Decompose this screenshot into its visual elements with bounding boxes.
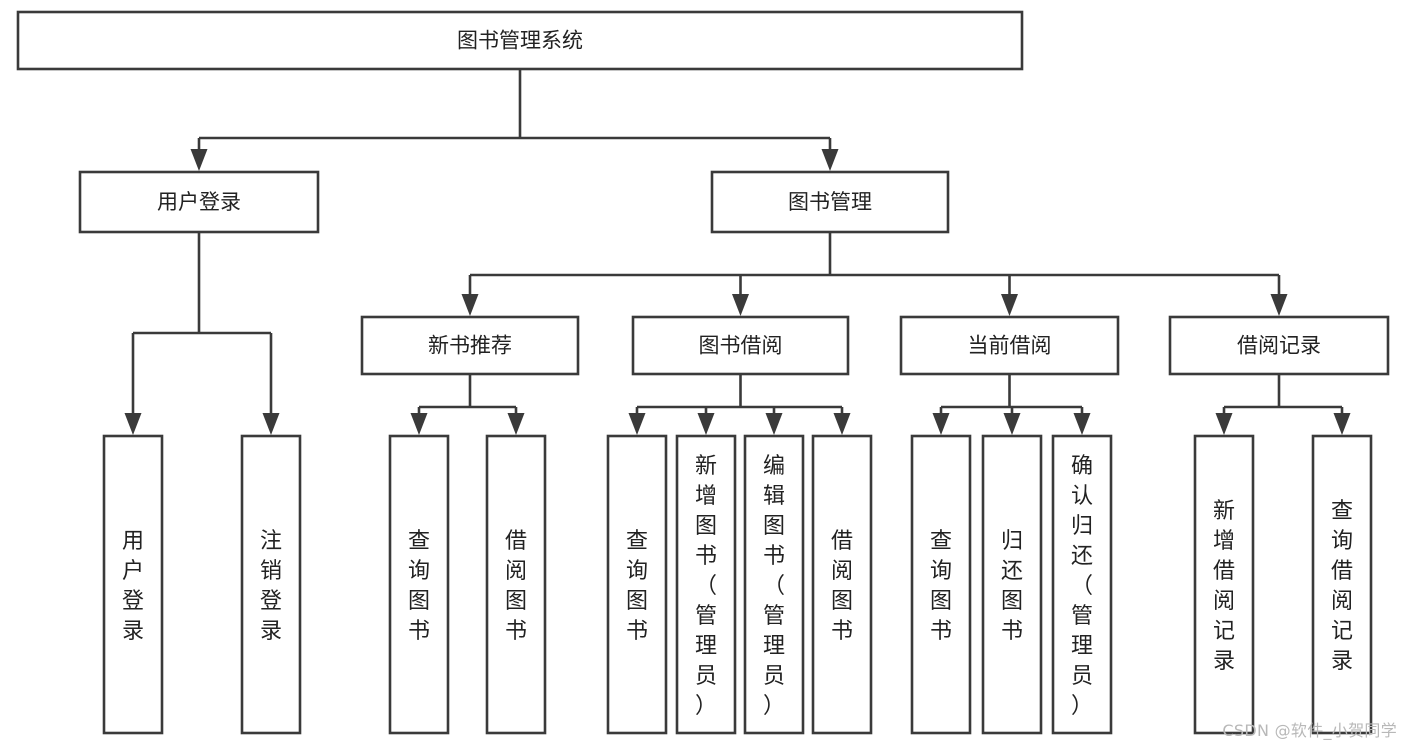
arrow-head-icon <box>262 413 280 435</box>
node-box <box>485 434 547 735</box>
arrow-head-icon <box>190 149 208 171</box>
arrow-head-icon <box>765 413 783 435</box>
node-leaf-borrow-book[interactable]: 借阅图书 <box>811 434 873 735</box>
node-label: 用户登录 <box>122 529 144 644</box>
node-label: 借阅记录 <box>1237 334 1321 358</box>
node-label: 归还图书 <box>1001 529 1023 644</box>
node-box <box>743 434 805 735</box>
node-label: 确认归还（管理员） <box>1071 454 1093 719</box>
node-box <box>675 434 737 735</box>
arrow-head-icon <box>461 294 479 316</box>
node-leaf-borrow-book-recommend[interactable]: 借阅图书 <box>485 434 547 735</box>
arrow-head-icon <box>1270 294 1288 316</box>
node-label: 图书管理 <box>788 190 872 214</box>
node-label: 查询借阅记录 <box>1331 499 1353 674</box>
node-box <box>710 170 950 234</box>
node-leaf-user-login[interactable]: 用户登录 <box>102 434 164 735</box>
arrow-head-icon <box>410 413 428 435</box>
node-user-login[interactable]: 用户登录 <box>78 170 320 234</box>
node-label: 新增借阅记录 <box>1213 499 1235 674</box>
edge-group-from-new-book-recommend <box>410 374 525 435</box>
node-box <box>78 170 320 234</box>
arrow-head-icon <box>932 413 950 435</box>
node-box <box>1311 434 1373 735</box>
node-box <box>1193 434 1255 735</box>
node-box <box>1168 315 1390 376</box>
node-leaf-add-borrow-record[interactable]: 新增借阅记录 <box>1193 434 1255 735</box>
node-label: 编辑图书（管理员） <box>763 454 785 719</box>
arrow-head-icon <box>821 149 839 171</box>
node-label: 图书借阅 <box>699 334 783 358</box>
arrow-head-icon <box>833 413 851 435</box>
node-label: 查询图书 <box>626 529 648 644</box>
arrow-head-icon <box>732 294 749 316</box>
edges-layer <box>124 69 1351 435</box>
node-box <box>910 434 972 735</box>
node-label: 新书推荐 <box>428 334 512 358</box>
node-box <box>606 434 668 735</box>
node-leaf-return-book[interactable]: 归还图书 <box>981 434 1043 735</box>
node-leaf-confirm-return-admin[interactable]: 确认归还（管理员） <box>1051 434 1113 735</box>
node-current-borrow[interactable]: 当前借阅 <box>899 315 1120 376</box>
node-new-book-recommend[interactable]: 新书推荐 <box>360 315 580 376</box>
node-book-borrow[interactable]: 图书借阅 <box>631 315 850 376</box>
node-leaf-user-logout[interactable]: 注销登录 <box>240 434 302 735</box>
node-borrow-record[interactable]: 借阅记录 <box>1168 315 1390 376</box>
node-leaf-query-book-recommend[interactable]: 查询图书 <box>388 434 450 735</box>
node-box <box>388 434 450 735</box>
arrow-head-icon <box>124 413 142 435</box>
node-root[interactable]: 图书管理系统 <box>16 10 1024 71</box>
arrow-head-icon <box>1001 294 1018 316</box>
node-label: 用户登录 <box>157 190 241 214</box>
node-box <box>360 315 580 376</box>
node-box <box>811 434 873 735</box>
arrow-head-icon <box>1003 413 1021 435</box>
arrow-head-icon <box>1215 413 1233 435</box>
edge-group-from-root <box>190 69 839 171</box>
node-book-management[interactable]: 图书管理 <box>710 170 950 234</box>
node-leaf-query-book-current[interactable]: 查询图书 <box>910 434 972 735</box>
node-box <box>1051 434 1113 735</box>
edge-group-from-borrow-record <box>1215 374 1351 435</box>
node-label: 当前借阅 <box>968 334 1052 358</box>
node-label: 借阅图书 <box>831 529 853 644</box>
edge-group-from-user-login <box>124 232 280 435</box>
edge-group-from-book-borrow <box>628 374 851 435</box>
nodes-layer: 图书管理系统用户登录图书管理新书推荐图书借阅当前借阅借阅记录用户登录注销登录查询… <box>16 10 1390 735</box>
node-box <box>981 434 1043 735</box>
arrow-head-icon <box>1333 413 1351 435</box>
node-label: 查询图书 <box>930 529 952 644</box>
node-label: 图书管理系统 <box>457 29 583 53</box>
edge-group-from-current-borrow <box>932 374 1091 435</box>
node-box <box>240 434 302 735</box>
node-leaf-query-borrow-record[interactable]: 查询借阅记录 <box>1311 434 1373 735</box>
node-box <box>631 315 850 376</box>
node-box <box>102 434 164 735</box>
node-label: 查询图书 <box>408 529 430 644</box>
watermark-label: CSDN @软件_小贺同学 <box>1222 721 1397 740</box>
edge-group-from-book-management <box>461 232 1288 316</box>
node-label: 注销登录 <box>260 529 282 644</box>
node-leaf-add-book-admin[interactable]: 新增图书（管理员） <box>675 434 737 735</box>
arrow-head-icon <box>628 413 646 435</box>
node-label: 借阅图书 <box>505 529 527 644</box>
node-label: 新增图书（管理员） <box>695 454 717 719</box>
node-box <box>16 10 1024 71</box>
arrow-head-icon <box>1073 413 1091 435</box>
node-leaf-query-book-borrow[interactable]: 查询图书 <box>606 434 668 735</box>
arrow-head-icon <box>697 413 715 435</box>
arrow-head-icon <box>507 413 525 435</box>
node-box <box>899 315 1120 376</box>
node-leaf-edit-book-admin[interactable]: 编辑图书（管理员） <box>743 434 805 735</box>
